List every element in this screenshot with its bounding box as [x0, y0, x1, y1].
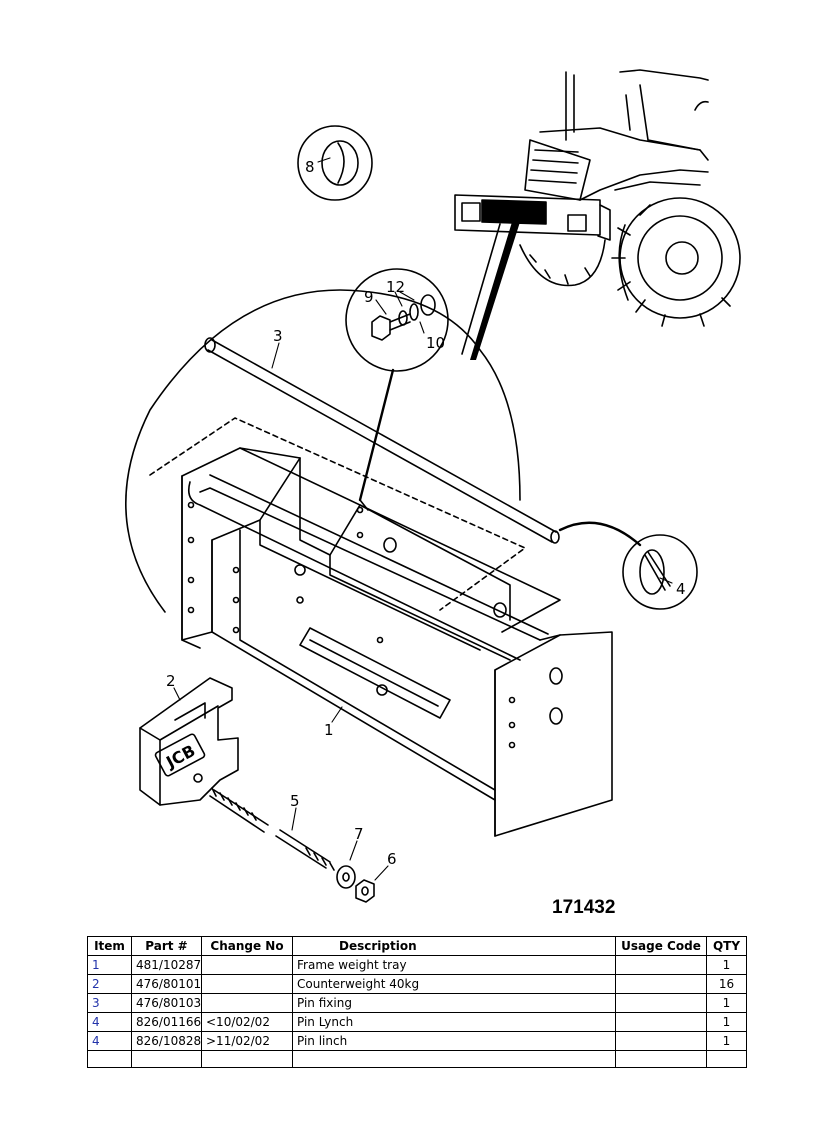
- empty-cell: [292, 1050, 616, 1068]
- table-row: 3 476/80103 Pin fixing 1: [87, 993, 747, 1013]
- row-description: Frame weight tray: [292, 955, 616, 975]
- empty-cell: [131, 1050, 202, 1068]
- row-change: <10/02/02: [201, 1012, 293, 1032]
- pin-fixing: [204, 337, 642, 547]
- row-item-link[interactable]: 4: [87, 1012, 132, 1032]
- row-usage: [615, 1012, 707, 1032]
- row-change: [201, 993, 293, 1013]
- callout-1: 1: [324, 721, 334, 739]
- table-header-row: Item Part # Change No Description Usage …: [87, 936, 747, 956]
- row-change: [201, 974, 293, 994]
- row-item-link[interactable]: 1: [87, 955, 132, 975]
- counterweight: JCB: [139, 677, 239, 806]
- row-item-link[interactable]: 3: [87, 993, 132, 1013]
- row-usage: [615, 955, 707, 975]
- callout-leaders: [173, 157, 673, 881]
- callout-7: 7: [354, 825, 364, 843]
- table-row: 2 476/80101 Counterweight 40kg 16: [87, 974, 747, 994]
- row-qty: 1: [706, 993, 747, 1013]
- empty-cell: [706, 1050, 747, 1068]
- frame-weight-tray: [149, 417, 613, 837]
- row-change: >11/02/02: [201, 1031, 293, 1051]
- parts-table: Item Part # Change No Description Usage …: [87, 936, 747, 1068]
- plug-detail: [297, 125, 373, 201]
- row-item-link[interactable]: 2: [87, 974, 132, 994]
- row-description: Pin fixing: [292, 993, 616, 1013]
- table-row: 4 826/01166 <10/02/02 Pin Lynch 1: [87, 1012, 747, 1032]
- header-change: Change No: [201, 936, 293, 956]
- exploded-parts-diagram: JCB: [125, 69, 741, 918]
- washer: [336, 865, 356, 889]
- empty-cell: [615, 1050, 707, 1068]
- row-part: 476/80103: [131, 993, 202, 1013]
- row-description: Counterweight 40kg: [292, 974, 616, 994]
- row-qty: 1: [706, 955, 747, 975]
- row-description: Pin Lynch: [292, 1012, 616, 1032]
- table-row: 1 481/10287 Frame weight tray 1: [87, 955, 747, 975]
- table-row: 4 826/10828 >11/02/02 Pin linch 1: [87, 1031, 747, 1051]
- callout-3: 3: [273, 327, 283, 345]
- callout-5: 5: [290, 792, 300, 810]
- assembly-circle: [125, 289, 521, 613]
- row-qty: 1: [706, 1031, 747, 1051]
- row-part: 476/80101: [131, 974, 202, 994]
- callout-12: 12: [386, 278, 405, 296]
- row-usage: [615, 974, 707, 994]
- table-row-empty: [87, 1050, 747, 1068]
- nut: [355, 879, 375, 903]
- row-qty: 1: [706, 1012, 747, 1032]
- callout-8: 8: [305, 158, 315, 176]
- header-description: Description: [292, 936, 616, 956]
- bolt-washer-detail: [345, 268, 449, 511]
- callout-6: 6: [387, 850, 397, 868]
- header-part: Part #: [131, 936, 202, 956]
- header-qty: QTY: [706, 936, 747, 956]
- callout-2: 2: [166, 672, 176, 690]
- tractor-illustration: [454, 69, 741, 327]
- header-item: Item: [87, 936, 132, 956]
- empty-cell: [201, 1050, 293, 1068]
- row-description: Pin linch: [292, 1031, 616, 1051]
- callout-10: 10: [426, 334, 445, 352]
- row-qty: 16: [706, 974, 747, 994]
- callout-4: 4: [676, 580, 686, 598]
- figure-number: 171432: [552, 897, 615, 918]
- threaded-bolt: [209, 787, 335, 871]
- row-item-link[interactable]: 4: [87, 1031, 132, 1051]
- header-usage: Usage Code: [615, 936, 707, 956]
- row-part: 826/01166: [131, 1012, 202, 1032]
- counterweight-logo: JCB: [162, 741, 198, 772]
- linch-pin-detail: [622, 534, 698, 610]
- highlight-leader: [461, 199, 547, 360]
- empty-cell: [87, 1050, 132, 1068]
- row-part: 826/10828: [131, 1031, 202, 1051]
- row-change: [201, 955, 293, 975]
- row-usage: [615, 993, 707, 1013]
- callout-9: 9: [364, 288, 374, 306]
- row-part: 481/10287: [131, 955, 202, 975]
- row-usage: [615, 1031, 707, 1051]
